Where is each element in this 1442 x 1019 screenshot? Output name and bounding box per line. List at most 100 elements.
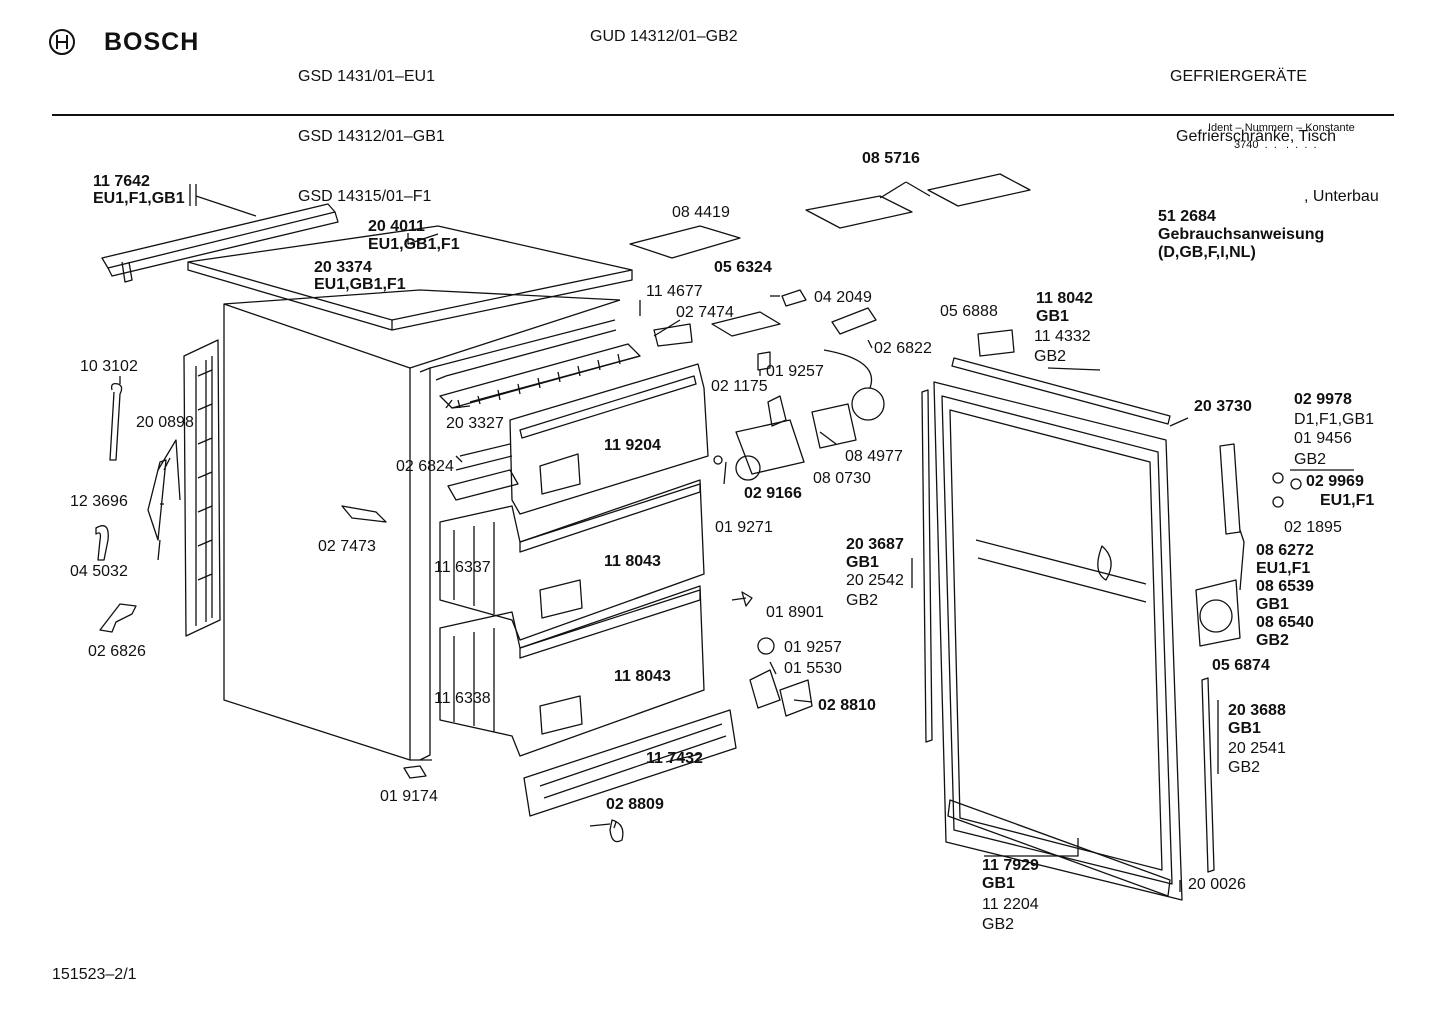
- cover-part: [711, 311, 781, 337]
- part-callout-label: 02 6826: [88, 643, 146, 660]
- part-callout-label: 11 7642: [93, 173, 150, 190]
- screw-part: [731, 591, 753, 607]
- condenser-part: [183, 339, 221, 637]
- part-callout-label: 20 2541: [1228, 740, 1286, 757]
- part-callout-label: 08 0730: [813, 470, 871, 487]
- screw-part: [589, 819, 624, 843]
- part-callout-label: GB1: [1256, 596, 1289, 613]
- part-callout-label: 08 4419: [672, 204, 730, 221]
- part-callout-label: 20 3688: [1228, 702, 1286, 719]
- door-strip-part: [1201, 677, 1215, 873]
- part-callout-label: GB2: [846, 592, 878, 609]
- part-callout-label: 08 6540: [1256, 614, 1314, 631]
- category-line: , Unterbau: [1304, 188, 1379, 205]
- part-callout-label: 11 8043: [614, 668, 671, 685]
- part-callout-label: 08 6539: [1256, 578, 1314, 595]
- part-callout-label: 11 7929: [982, 857, 1039, 874]
- part-callout-label: 02 7473: [318, 538, 376, 555]
- part-callout-label: 01 9257: [766, 363, 824, 380]
- part-callout-label: 11 9204: [604, 437, 661, 454]
- document-id: 151523–2/1: [52, 966, 137, 983]
- cabinet-body: [223, 289, 621, 761]
- hinge-set-part: [749, 637, 813, 717]
- part-callout-label: 12 3696: [70, 493, 128, 510]
- button-part: [781, 289, 807, 307]
- hose-part: [95, 525, 109, 561]
- model-list: GSD 1431/01–EU1 GSD 14312/01–GB1 GSD 143…: [298, 27, 445, 227]
- part-callout-label: GB2: [1294, 451, 1326, 468]
- plate-part: [629, 225, 741, 259]
- part-callout-label: 11 4332: [1034, 328, 1091, 345]
- part-callout-label: 04 5032: [70, 563, 128, 580]
- model-line: GSD 14315/01–F1: [298, 188, 432, 205]
- model-line: GSD 14312/01–GB1: [298, 128, 445, 145]
- bottom-strip-part: [947, 799, 1171, 897]
- part-callout-label: 11 8043: [604, 553, 661, 570]
- part-callout-label: 05 6324: [714, 259, 772, 276]
- part-callout-label: 01 9174: [380, 788, 438, 805]
- category-line: Gefrierschränke, Tisch: [1176, 128, 1337, 145]
- model-mid: GUD 14312/01–GB2: [590, 28, 738, 45]
- part-callout-label: 08 5716: [862, 150, 920, 167]
- part-callout-label: 05 6888: [940, 303, 998, 320]
- part-callout-label: 20 0898: [136, 414, 194, 431]
- part-callout-label: 05 6874: [1212, 657, 1270, 674]
- drawer-front-middle: [439, 479, 705, 641]
- screw-part: [1290, 478, 1302, 490]
- part-callout-label: 02 8810: [818, 697, 876, 714]
- brand-name: BOSCH: [104, 28, 200, 56]
- part-callout-label: GB2: [1228, 759, 1260, 776]
- part-callout-label: GB2: [1034, 348, 1066, 365]
- part-callout-label: 20 3374: [314, 259, 372, 276]
- housing-part: [735, 419, 805, 481]
- part-callout-label: 20 3327: [446, 415, 504, 432]
- part-callout-label: 11 2204: [982, 896, 1039, 913]
- part-callout-label: (D,GB,F,I,NL): [1158, 244, 1256, 261]
- foot-part: [403, 765, 427, 779]
- model-line: GSD 1431/01–EU1: [298, 68, 435, 85]
- screw-part: [713, 455, 723, 465]
- small-cover-part: [977, 329, 1015, 357]
- part-callout-label: 11 6337: [434, 559, 491, 576]
- drawer-front-top: [509, 363, 709, 515]
- top-rail-part: [101, 203, 339, 283]
- door-strip-part: [921, 389, 933, 743]
- part-callout-label: 02 6824: [396, 458, 454, 475]
- part-callout-label: 01 9257: [784, 639, 842, 656]
- bracket-part: [653, 323, 693, 347]
- part-callout-label: GB1: [1228, 720, 1261, 737]
- lamp-part: [1195, 579, 1241, 647]
- part-callout-label: 20 2542: [846, 572, 904, 589]
- ident-code: 3740 . . . . . .: [1234, 139, 1317, 151]
- part-callout-label: 04 2049: [814, 289, 872, 306]
- part-callout-label: 51 2684: [1158, 208, 1216, 225]
- lower-wire-shelf-part: [447, 443, 519, 501]
- part-callout-label: GB1: [846, 554, 879, 571]
- header-divider: [52, 114, 1394, 116]
- drawer-front-bottom: [439, 585, 705, 757]
- part-callout-label: 02 8809: [606, 796, 664, 813]
- part-callout-label: 20 4011: [368, 218, 425, 235]
- part-callout-label: 02 7474: [676, 304, 734, 321]
- part-callout-label: Gebrauchsanweisung: [1158, 226, 1324, 243]
- screw-part: [1272, 496, 1284, 508]
- part-callout-label: 20 0026: [1188, 876, 1246, 893]
- part-callout-label: GB1: [982, 875, 1015, 892]
- screw-part: [1272, 472, 1284, 484]
- part-callout-label: 01 5530: [784, 660, 842, 677]
- bosch-logo-icon: [48, 28, 76, 56]
- part-callout-label: 20 3687: [846, 536, 904, 553]
- part-callout-label: 11 4677: [646, 283, 703, 300]
- part-callout-label: EU1,F1: [1256, 560, 1310, 577]
- part-callout-label: GB2: [1256, 632, 1289, 649]
- part-callout-label: 11 8042: [1036, 290, 1093, 307]
- part-callout-label: 20 3730: [1194, 398, 1252, 415]
- part-callout-label: 10 3102: [80, 358, 138, 375]
- part-callout-label: 02 9969: [1306, 473, 1364, 490]
- part-callout-label: EU1,GB1,F1: [368, 236, 460, 253]
- tube-part: [109, 382, 123, 461]
- part-callout-label: EU1,F1: [1320, 492, 1374, 509]
- part-callout-label: 08 6272: [1256, 542, 1314, 559]
- category-heading: GEFRIERGERÄTE Gefrierschränke, Tisch , U…: [1170, 27, 1379, 227]
- clip-part: [99, 603, 137, 633]
